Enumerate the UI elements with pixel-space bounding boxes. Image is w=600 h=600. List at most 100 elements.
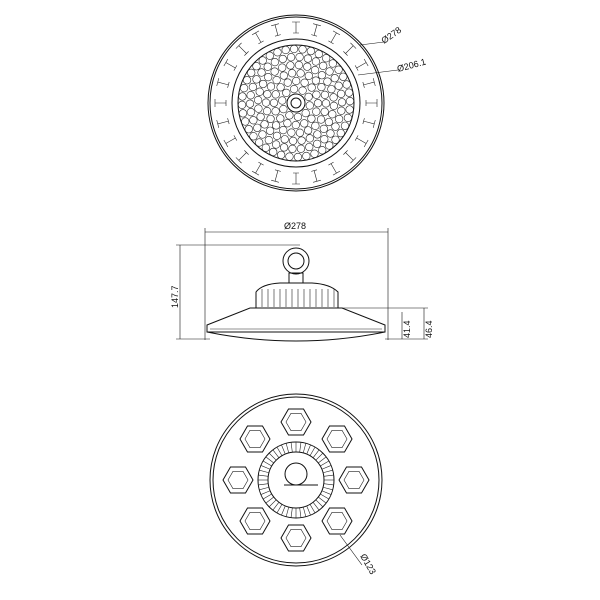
led-lens: [320, 135, 329, 144]
led-lens: [313, 139, 322, 148]
side-view: Ø278 147.7 41.4 46.4: [170, 221, 434, 342]
t-bracket: [343, 150, 357, 164]
outer-ring-inner-edge: [209, 16, 383, 190]
led-lens: [331, 135, 340, 144]
outer-diameter-label: Ø278: [379, 25, 403, 46]
led-lens: [294, 61, 304, 70]
fin: [315, 499, 324, 508]
fin: [258, 483, 269, 486]
t-bracket: [271, 169, 281, 183]
led-lens: [343, 113, 353, 122]
led-lens: [279, 105, 288, 114]
led-lens: [307, 114, 316, 123]
t-bracket: [223, 135, 238, 148]
led-lens: [269, 98, 279, 107]
led-lens: [272, 140, 281, 149]
led-lens: [249, 132, 258, 141]
led-lens: [282, 88, 291, 98]
led-lens: [256, 112, 265, 121]
led-lens: [297, 136, 306, 145]
led-lens: [254, 104, 263, 113]
hex-lens: [239, 507, 271, 535]
led-lens: [272, 131, 282, 140]
led-lens: [278, 54, 287, 64]
led-lens: [304, 71, 313, 80]
led-lens: [327, 85, 336, 94]
led-lens: [255, 138, 264, 147]
led-lens: [263, 90, 272, 99]
led-lens: [311, 76, 321, 85]
led-lens: [291, 120, 300, 130]
fin: [320, 493, 330, 500]
reflector-inner-ring: [237, 44, 355, 162]
eye-bolt-hole: [287, 252, 305, 270]
led-lens: [259, 79, 268, 89]
led-lens: [281, 45, 290, 55]
fin: [315, 452, 324, 461]
outer-rim-inner: [212, 396, 380, 564]
fin: [302, 506, 307, 517]
fin: [322, 469, 333, 474]
led-lens: [254, 95, 263, 105]
led-lens: [335, 114, 344, 124]
led-lens: [320, 90, 329, 99]
fin: [321, 465, 332, 470]
led-lens: [300, 78, 309, 87]
led-lens: [248, 82, 257, 92]
led-lens: [269, 147, 278, 157]
led-lens: [311, 121, 320, 131]
hex-lens-inner: [227, 471, 249, 489]
fin: [290, 442, 293, 453]
led-lens: [310, 66, 320, 75]
led-lens: [334, 81, 343, 90]
led-lens: [285, 111, 294, 120]
fin: [290, 507, 293, 518]
led-lens: [340, 121, 350, 130]
led-lens: [293, 152, 303, 162]
led-lens: [283, 78, 292, 87]
outer-ring: [207, 14, 385, 192]
fin: [323, 483, 334, 486]
inner-diameter-label: Ø206.1: [396, 57, 427, 74]
led-lens: [286, 53, 296, 62]
fin: [259, 486, 270, 491]
led-lens: [326, 129, 335, 138]
leader-line: [357, 69, 399, 76]
t-bracket: [292, 172, 300, 185]
driver-housing: [255, 282, 339, 309]
center-hub-inner: [290, 97, 302, 109]
top-view: Ø278 Ø206.1: [207, 14, 427, 192]
center-hub: [286, 93, 306, 113]
led-lens: [310, 149, 319, 158]
fin: [309, 446, 316, 456]
fin: [312, 449, 320, 458]
led-lens: [247, 68, 256, 77]
led-lens: [279, 71, 288, 80]
t-bracket: [292, 21, 300, 34]
led-lens: [337, 106, 346, 115]
led-lens: [278, 63, 287, 72]
led-lens: [342, 80, 351, 89]
led-lens: [313, 99, 323, 108]
led-lens: [336, 89, 346, 98]
led-lens: [305, 142, 314, 152]
fin: [276, 504, 283, 514]
t-bracket: [328, 161, 341, 176]
fin: [299, 507, 302, 518]
fin: [318, 496, 327, 504]
led-lens: [245, 99, 255, 108]
t-bracket: [311, 169, 321, 183]
t-bracket: [362, 78, 376, 88]
led-lens: [242, 76, 252, 85]
led-lens: [307, 83, 316, 92]
fin: [323, 474, 334, 477]
t-bracket: [362, 118, 376, 128]
led-lens: [328, 110, 337, 119]
fin: [262, 460, 272, 467]
led-lens: [301, 108, 310, 118]
led-lens: [344, 88, 354, 97]
led-lens: [246, 91, 255, 100]
t-bracket: [235, 42, 249, 56]
fin: [268, 499, 277, 508]
led-lens: [283, 119, 292, 128]
